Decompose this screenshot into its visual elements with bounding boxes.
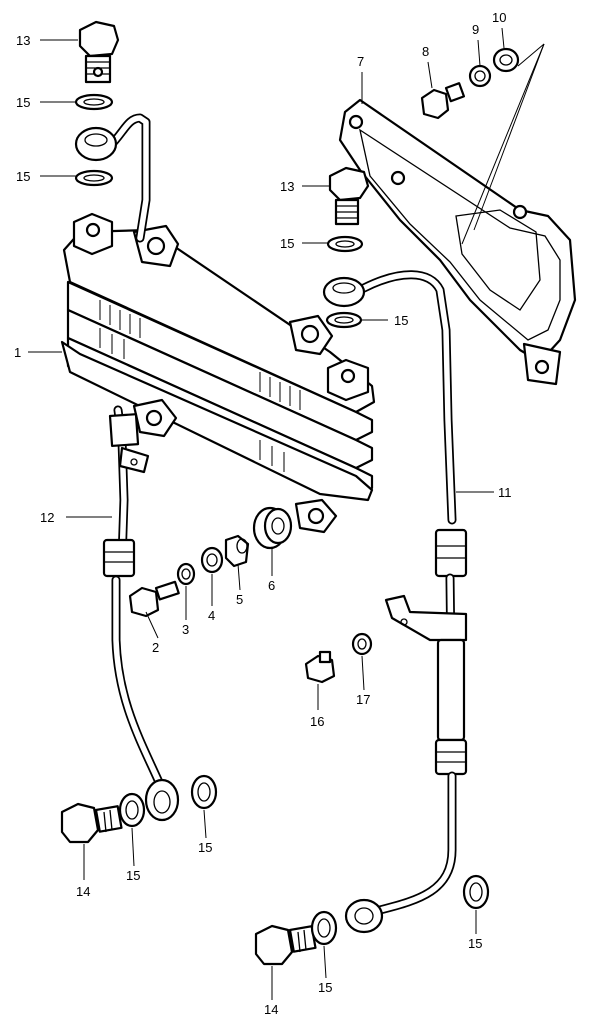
callout-3: 3 (182, 622, 189, 637)
oil-pipe-right-part (322, 270, 457, 525)
banjo-fitting-upper-part (74, 113, 151, 243)
callout-13b: 13 (280, 179, 294, 194)
bolt-2-part (128, 580, 180, 618)
callout-15g: 15 (318, 980, 332, 995)
collar-5-part (224, 534, 250, 568)
callout-15d: 15 (394, 313, 408, 328)
grommet-6-part (252, 506, 293, 550)
callout-8: 8 (422, 44, 429, 59)
washer-part (326, 235, 364, 253)
banjo-bolt-upper-left-part (78, 20, 120, 84)
callout-13a: 13 (16, 33, 30, 48)
callout-2: 2 (152, 640, 159, 655)
cooler-bracket-part (338, 98, 577, 386)
callout-17: 17 (356, 692, 370, 707)
banjo-bolt-upper-right-part (328, 166, 370, 226)
washer-part (310, 910, 338, 946)
callout-10: 10 (492, 10, 506, 25)
bolt-16-part (304, 650, 336, 684)
callout-14b: 14 (264, 1002, 278, 1017)
washer-17-part (351, 632, 373, 656)
callout-15e: 15 (126, 868, 140, 883)
callout-4: 4 (208, 608, 215, 623)
callout-5: 5 (236, 592, 243, 607)
callout-14a: 14 (76, 884, 90, 899)
banjo-bolt-lower-left-part (60, 802, 123, 844)
washer-10-part (492, 47, 520, 73)
callout-11: 11 (498, 485, 512, 500)
callout-15f: 15 (198, 840, 212, 855)
callout-7: 7 (357, 54, 364, 69)
leader-lines (28, 27, 545, 1000)
oil-hose-left-part (102, 405, 180, 822)
washer-part (325, 311, 363, 329)
callout-15b: 15 (16, 169, 30, 184)
banjo-bolt-lower-right-part (254, 924, 317, 966)
callout-15c: 15 (280, 236, 294, 251)
callout-16: 16 (310, 714, 324, 729)
oil-cooler-part (60, 212, 376, 534)
callout-numbers: 13 15 15 1 12 2 3 4 5 6 7 8 9 10 13 15 1… (14, 10, 512, 1017)
washer-9-part (468, 64, 492, 88)
bolt-8-part (420, 82, 466, 120)
callout-15a: 15 (16, 95, 30, 110)
washer-part (190, 774, 218, 810)
washer-3-part (176, 562, 196, 586)
washer-part (74, 93, 114, 111)
washer-part (118, 792, 146, 828)
callout-6: 6 (268, 578, 275, 593)
callout-12: 12 (40, 510, 54, 525)
washer-4-part (200, 546, 224, 574)
washer-part (74, 169, 114, 187)
oil-hose-right-part (344, 528, 468, 934)
callout-9: 9 (472, 22, 479, 37)
washer-part (462, 874, 490, 910)
callout-15h: 15 (468, 936, 482, 951)
callout-1: 1 (14, 345, 21, 360)
